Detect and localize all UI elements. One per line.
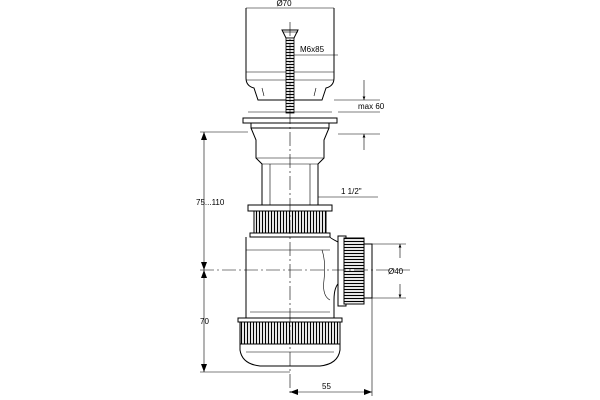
siphon-body <box>245 236 341 319</box>
label-screw: M6x85 <box>300 45 325 54</box>
dimension-top-width: Ø70 <box>246 0 334 9</box>
label-top-width: Ø70 <box>276 0 292 8</box>
dimension-max-height: max 60 <box>334 80 385 150</box>
dimension-lower-height: 70 <box>200 270 290 373</box>
centre-line <box>200 22 410 396</box>
dimension-height-range: 75...110 <box>196 132 225 270</box>
label-max-height: max 60 <box>358 102 385 111</box>
label-outlet: Ø40 <box>388 267 404 276</box>
dimension-thread: 1 1/2" <box>318 187 378 198</box>
dimension-offset: 55 <box>290 298 373 396</box>
outlet-nut <box>337 235 373 307</box>
label-thread: 1 1/2" <box>341 187 362 196</box>
dimension-screw: M6x85 <box>294 45 338 56</box>
dimension-outlet: Ø40 <box>372 243 406 299</box>
label-height-range: 75...110 <box>196 198 225 207</box>
label-lower-height: 70 <box>200 317 209 326</box>
label-offset: 55 <box>322 382 331 391</box>
